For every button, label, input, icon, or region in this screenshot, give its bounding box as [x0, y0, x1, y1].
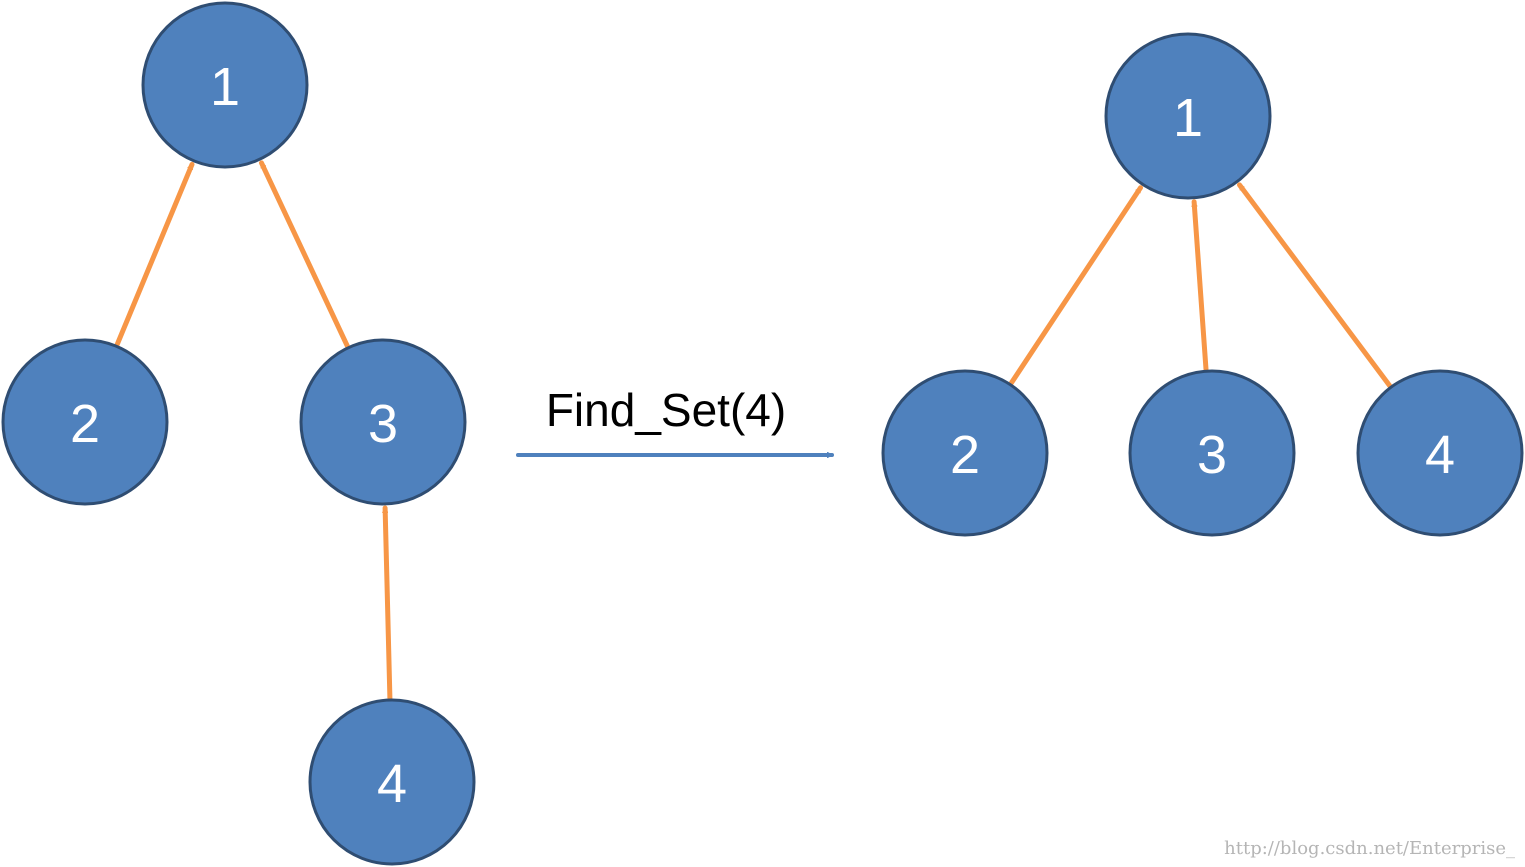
after-node-3: 3: [1128, 369, 1296, 537]
before-node-3: 3: [299, 338, 467, 506]
before-edge-3-to-1: [259, 160, 350, 349]
before-edge-4-to-3: [385, 505, 393, 701]
before-node-4-label: 4: [377, 754, 407, 814]
after-edge-2-to-1: [1008, 185, 1143, 386]
after-node-1-label: 1: [1173, 88, 1203, 148]
after-edge-4-to-1: [1237, 182, 1393, 389]
after-node-4-label: 4: [1425, 425, 1455, 485]
before-edge-2-to-1: [114, 161, 195, 347]
before-node-4: 4: [308, 698, 476, 866]
after-edge-3-to-1: [1194, 199, 1209, 372]
before-tree: 1 2 3 4: [1, 1, 476, 866]
before-node-3-label: 3: [368, 394, 398, 454]
after-node-2: 2: [881, 369, 1049, 537]
after-node-4: 4: [1356, 369, 1524, 537]
before-node-2-circle: [1, 338, 169, 506]
before-node-2: 2: [1, 338, 169, 506]
watermark-text: http://blog.csdn.net/Enterprise_: [1224, 838, 1515, 859]
after-node-2-circle: [881, 369, 1049, 537]
after-tree-edges: [1008, 182, 1393, 389]
after-node-1: 1: [1104, 32, 1272, 200]
operation-label: Find_Set(4): [546, 384, 786, 436]
before-node-1-label: 1: [210, 57, 240, 117]
find-set-operation: Find_Set(4): [516, 384, 834, 455]
before-node-2-label: 2: [70, 394, 100, 454]
before-node-3-circle: [299, 338, 467, 506]
before-node-1-circle: [141, 1, 309, 169]
after-node-1-circle: [1104, 32, 1272, 200]
after-node-2-label: 2: [950, 425, 980, 485]
after-node-3-label: 3: [1197, 425, 1227, 485]
before-node-4-circle: [308, 698, 476, 866]
before-tree-edges: [114, 160, 393, 701]
after-node-3-circle: [1128, 369, 1296, 537]
after-tree: 1 2 3 4: [881, 32, 1524, 537]
before-node-1: 1: [141, 1, 309, 169]
after-node-4-circle: [1356, 369, 1524, 537]
